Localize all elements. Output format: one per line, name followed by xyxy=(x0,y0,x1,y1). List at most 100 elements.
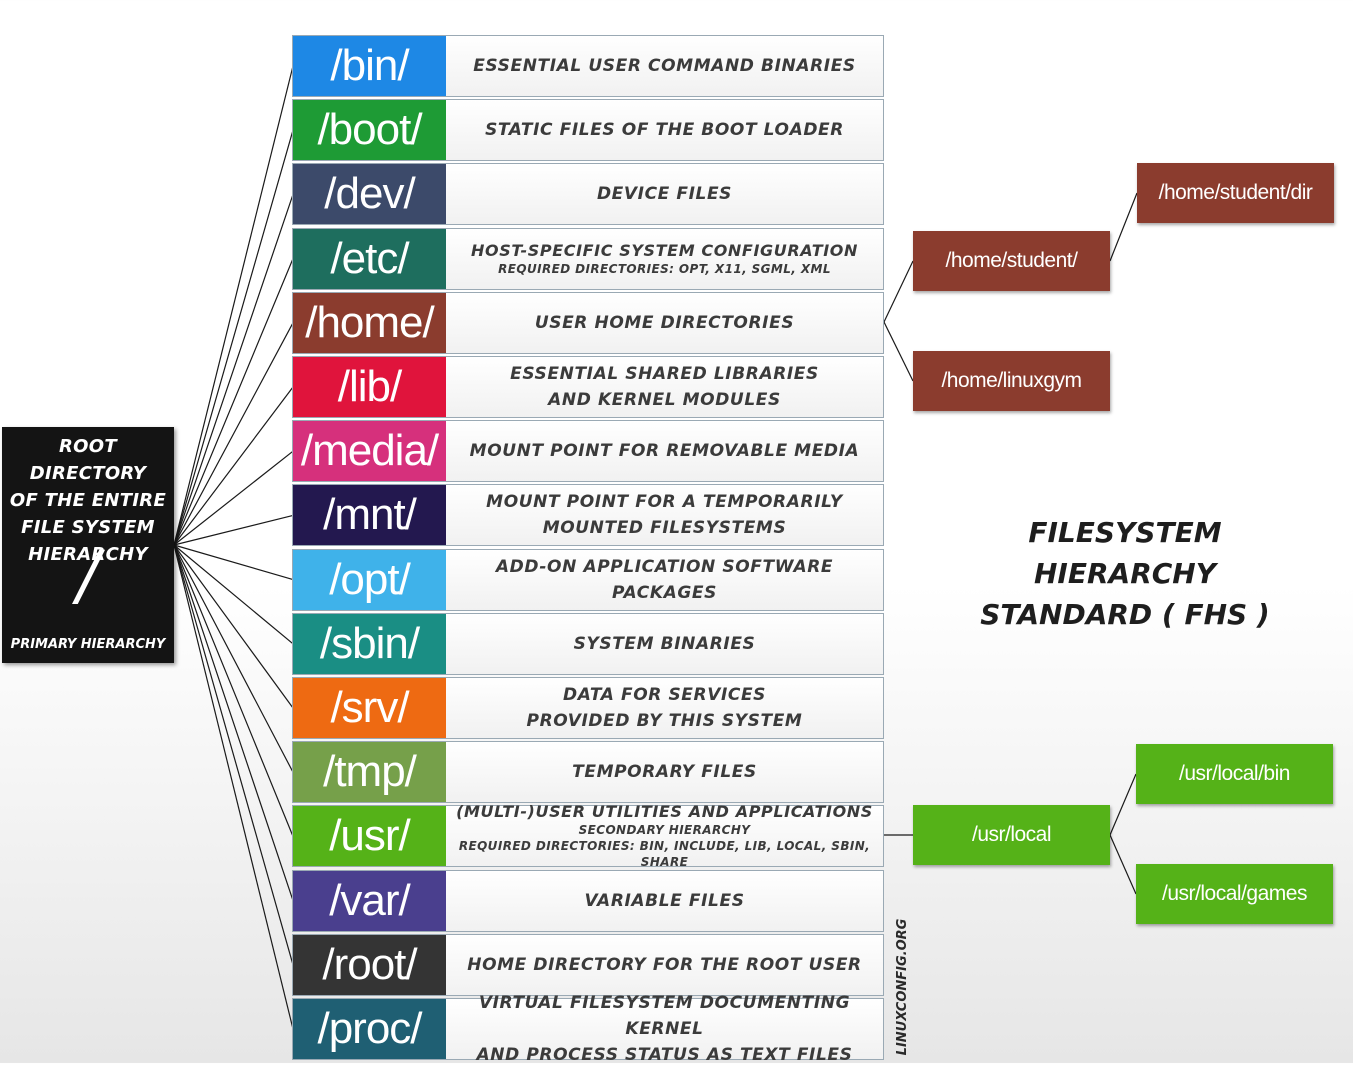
home-student-dir-label: /home/student/dir xyxy=(1158,181,1313,204)
root-slash-symbol: / xyxy=(76,537,100,614)
dir-description: ESSENTIAL SHARED LIBRARIES AND KERNEL MOD… xyxy=(446,357,883,417)
root-connector-line xyxy=(173,544,294,709)
dir-description-note: REQUIRED DIRECTORIES: OPT, X11, SGML, XM… xyxy=(498,261,831,276)
dir-row: /srv/DATA FOR SERVICES PROVIDED BY THIS S… xyxy=(292,677,884,739)
dir-description: MOUNT POINT FOR REMOVABLE MEDIA xyxy=(446,421,883,482)
root-connector-line xyxy=(173,194,294,546)
dir-row: /var/VARIABLE FILES xyxy=(292,869,884,932)
dir-description-line: PROVIDED BY THIS SYSTEM xyxy=(526,711,803,731)
dir-row: /bin/ESSENTIAL USER COMMAND BINARIES xyxy=(292,35,884,97)
home-student-dir-box: /home/student/dir xyxy=(1137,163,1334,223)
usr-local-bin-box: /usr/local/bin xyxy=(1136,744,1333,804)
dir-description-line: DATA FOR SERVICES xyxy=(562,685,767,705)
dir-name: /mnt/ xyxy=(293,485,446,546)
dir-name: /boot/ xyxy=(293,100,446,161)
dir-row: /home/USER HOME DIRECTORIES xyxy=(292,291,884,354)
watermark-text: LINUXCONFIG.ORG xyxy=(895,918,910,1056)
home-linuxgym-label: /home/linuxgym xyxy=(941,369,1082,392)
dir-row: /sbin/SYSTEM BINARIES xyxy=(292,612,884,675)
root-connector-line xyxy=(173,65,294,546)
dir-description-line: MOUNT POINT FOR REMOVABLE MEDIA xyxy=(469,441,860,462)
primary-hierarchy-label: PRIMARY HIERARCHY xyxy=(10,637,166,652)
usr-local-label: /usr/local xyxy=(971,823,1052,846)
root-connector-line xyxy=(173,322,294,546)
root-connector-line xyxy=(173,544,294,1030)
fhs-title: FILESYSTEM HIERARCHY STANDARD ( FHS ) xyxy=(940,512,1310,635)
fhs-title-line-2: STANDARD ( FHS ) xyxy=(980,598,1270,631)
home-linuxgym-box: /home/linuxgym xyxy=(913,351,1110,411)
root-connector-line xyxy=(173,258,294,546)
home-connector-line xyxy=(883,260,914,323)
root-description: ROOT DIRECTORY OF THE ENTIRE FILE SYSTEM… xyxy=(6,433,170,568)
dir-description: TEMPORARY FILES xyxy=(446,742,883,803)
dir-description-line: USER HOME DIRECTORIES xyxy=(534,312,795,333)
dir-row: /media/MOUNT POINT FOR REMOVABLE MEDIA xyxy=(292,420,884,483)
dir-description-line: VIRTUAL FILESYSTEM DOCUMENTING KERNEL xyxy=(478,993,851,1039)
usr-local-games-box: /usr/local/games xyxy=(1136,864,1333,924)
root-connector-line xyxy=(173,450,294,546)
root-connector-line xyxy=(173,544,294,901)
dir-description: SYSTEM BINARIES xyxy=(446,613,883,674)
dir-description-line: (MULTI-)USER UTILITIES AND APPLICATIONS xyxy=(456,802,873,822)
dir-name: /var/ xyxy=(293,870,446,931)
dir-description-note: SECONDARY HIERARCHY xyxy=(578,823,751,838)
root-line-1: ROOT DIRECTORY xyxy=(29,436,147,484)
dir-name: /home/ xyxy=(293,292,446,353)
dir-description: DATA FOR SERVICES PROVIDED BY THIS SYSTEM xyxy=(446,678,883,738)
root-line-2: OF THE ENTIRE xyxy=(9,490,167,511)
dir-name: /proc/ xyxy=(293,999,446,1059)
dir-description: ADD-ON APPLICATION SOFTWARE PACKAGES xyxy=(446,549,883,610)
dir-name: /opt/ xyxy=(293,549,446,610)
dir-description: ESSENTIAL USER COMMAND BINARIES xyxy=(446,36,883,96)
dir-row: /dev/DEVICE FILES xyxy=(292,163,884,226)
usr-local-box: /usr/local xyxy=(913,805,1110,865)
dir-name: /tmp/ xyxy=(293,742,446,803)
dir-name: /root/ xyxy=(293,934,446,995)
dir-description-line: ADD-ON APPLICATION SOFTWARE PACKAGES xyxy=(495,556,834,603)
dir-description-line: STATIC FILES OF THE BOOT LOADER xyxy=(485,120,844,141)
usr-local-connector-line xyxy=(1109,773,1137,836)
dir-description-line: TEMPORARY FILES xyxy=(572,762,757,783)
dir-description-line: VARIABLE FILES xyxy=(584,890,745,911)
connector-lines xyxy=(173,65,1138,1030)
root-connector-line xyxy=(173,386,294,546)
root-line-4: HIERARCHY xyxy=(28,544,148,565)
root-connector-line xyxy=(173,130,294,546)
root-connector-line xyxy=(173,544,294,773)
dir-description-note: REQUIRED DIRECTORIES: BIN, INCLUDE, LIB,… xyxy=(458,839,871,870)
dir-description: HOME DIRECTORY FOR THE ROOT USER xyxy=(446,934,883,995)
dir-description-line: SYSTEM BINARIES xyxy=(573,633,756,654)
root-line-3: FILE SYSTEM xyxy=(21,517,155,538)
dir-name: /bin/ xyxy=(293,36,446,96)
dir-row: /root/HOME DIRECTORY FOR THE ROOT USER xyxy=(292,933,884,996)
dir-name: /media/ xyxy=(293,421,446,482)
fhs-title-line-1: FILESYSTEM HIERARCHY xyxy=(1028,516,1222,590)
dir-description: DEVICE FILES xyxy=(446,164,883,225)
dir-row: /tmp/TEMPORARY FILES xyxy=(292,741,884,804)
dir-row: /boot/STATIC FILES OF THE BOOT LOADER xyxy=(292,99,884,162)
dir-name: /sbin/ xyxy=(293,613,446,674)
home-student-box: /home/student/ xyxy=(913,231,1110,291)
dir-row: /proc/VIRTUAL FILESYSTEM DOCUMENTING KER… xyxy=(292,993,884,1065)
dir-description: STATIC FILES OF THE BOOT LOADER xyxy=(446,100,883,161)
root-connector-line xyxy=(173,544,294,645)
student-connector-line xyxy=(1109,192,1138,262)
dir-description-line: DEVICE FILES xyxy=(596,184,733,205)
dir-row: /opt/ADD-ON APPLICATION SOFTWARE PACKAGE… xyxy=(292,548,884,611)
dir-description-line: ESSENTIAL SHARED LIBRARIES xyxy=(510,364,819,384)
home-connector-line xyxy=(883,321,914,382)
usr-local-bin-label: /usr/local/bin xyxy=(1179,762,1290,785)
dir-name: /lib/ xyxy=(293,357,446,417)
root-connector-line xyxy=(173,514,294,546)
dir-description-line: MOUNT POINT FOR A TEMPORARILY xyxy=(486,492,843,513)
fhs-diagram: ROOT DIRECTORY OF THE ENTIRE FILE SYSTEM… xyxy=(2,35,1334,1065)
dir-row: /usr/(MULTI-)USER UTILITIES AND APPLICAT… xyxy=(292,802,884,869)
dir-description-line: AND KERNEL MODULES xyxy=(548,390,781,410)
dir-description-line: HOST-SPECIFIC SYSTEM CONFIGURATION xyxy=(471,240,858,260)
dir-name: /srv/ xyxy=(293,678,446,738)
